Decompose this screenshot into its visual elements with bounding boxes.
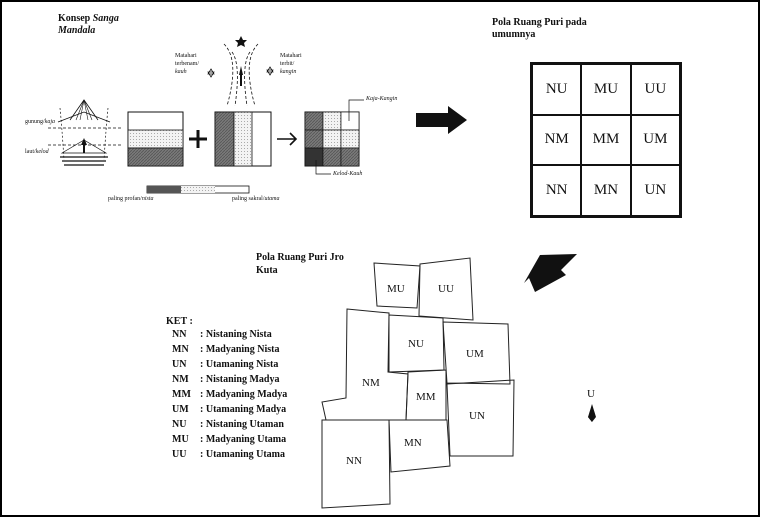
grid-cell-um: UM [630, 114, 680, 166]
grid-cell-mu: MU [581, 64, 631, 115]
legend-item: UM: Utamaning Madya [172, 404, 287, 415]
jro-kuta-title-line2: Kuta [256, 265, 278, 276]
plan-room-mu [373, 262, 421, 309]
combined-box [304, 99, 364, 175]
plan-label-nn: NN [346, 455, 362, 467]
plan-label-mn: MN [404, 437, 422, 449]
sacredness-scale-bar [146, 185, 250, 194]
plan-label-uu: UU [438, 283, 454, 295]
plan-label-nm: NM [362, 377, 380, 389]
plan-room-um [442, 321, 511, 385]
label-kaja-kangin: Kaja-Kangin [366, 96, 398, 102]
plan-label-mu: MU [387, 283, 405, 295]
grid-cell-nu: NU [532, 64, 582, 115]
legend-heading: KET : [166, 316, 193, 327]
legend-item: MU: Madyaning Utama [172, 434, 287, 445]
plan-room-un [446, 379, 515, 457]
concept-title-line1: Konsep Sanga [58, 13, 119, 24]
legend-item: MM: Madyaning Madya [172, 389, 288, 400]
plus-icon [189, 130, 207, 148]
legend-item: UN: Utamaning Nista [172, 359, 279, 370]
label-sacred: paling sakral/utama [232, 196, 280, 202]
north-arrow-icon [588, 404, 596, 422]
plan-label-um: UM [466, 348, 484, 360]
legend-item: NM: Nistaning Madya [172, 374, 280, 385]
arrow-right-icon [277, 132, 298, 146]
mountain-sea-icon [48, 99, 122, 166]
general-pattern-grid: NU MU UU NM MM UM NN MN UN [530, 62, 682, 218]
sun-orientation-icon [207, 36, 274, 107]
plan-room-nm [321, 308, 409, 421]
legend-item: NN: Nistaning Nista [172, 329, 272, 340]
label-laut-kelod: laut/kelod [25, 149, 49, 155]
grid-cell-nm: NM [532, 114, 582, 166]
label-kelod-kauh: Kelod-Kauh [333, 171, 363, 177]
big-arrow-right-icon [416, 106, 467, 134]
plan-room-uu [418, 257, 474, 321]
plan-room-nn [321, 419, 391, 509]
grid-cell-uu: UU [630, 64, 680, 115]
general-pattern-title-line1: Pola Ruang Puri pada [492, 17, 587, 28]
concept-box-2 [214, 111, 272, 167]
concept-title-line2: Mandala [58, 25, 96, 36]
grid-cell-mm: MM [581, 114, 631, 166]
big-arrow-down-left-icon [524, 254, 577, 292]
grid-cell-nn: NN [532, 165, 582, 216]
label-gunung-kaja: gunung/kaja [25, 119, 56, 125]
label-profane: paling profan/nista [108, 196, 154, 202]
jro-kuta-title-line1: Pola Ruang Puri Jro [256, 252, 344, 263]
grid-cell-mn: MN [581, 165, 631, 216]
legend-item: MN: Madyaning Nista [172, 344, 280, 355]
general-pattern-title-line2: umumnya [492, 29, 536, 40]
plan-room-mn [388, 419, 451, 473]
plan-label-nu: NU [408, 338, 424, 350]
plan-label-un: UN [469, 410, 485, 422]
concept-box-1 [127, 111, 184, 167]
legend-item: NU: Nistaning Utaman [172, 419, 284, 430]
legend-item: UU: Utamaning Utama [172, 449, 286, 460]
jro-kuta-plan [321, 257, 515, 509]
plan-label-mm: MM [416, 391, 436, 403]
north-label: U [587, 388, 595, 400]
grid-cell-un: UN [630, 165, 680, 216]
